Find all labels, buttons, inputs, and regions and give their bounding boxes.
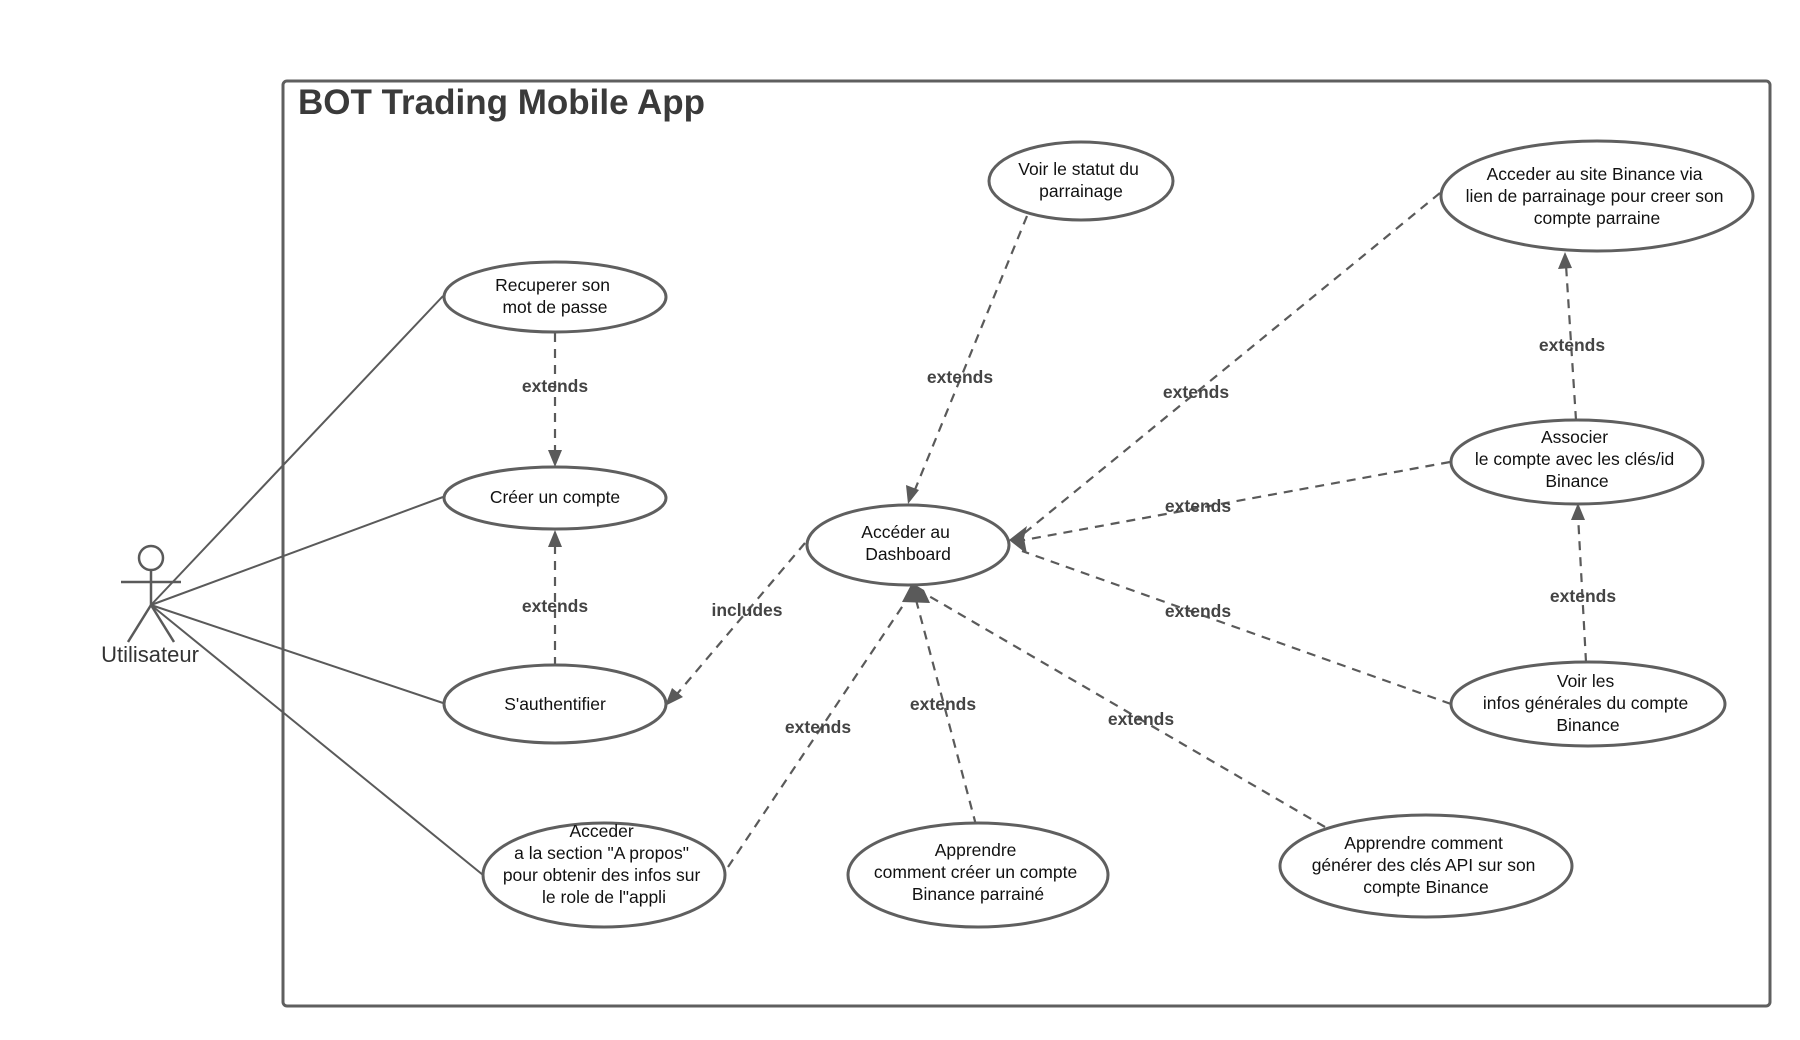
arrow-into-dashboard-top [906,485,919,504]
uc-text-line: compte Binance [1363,877,1489,897]
arrow-into-associer [1571,503,1585,520]
uc-text-line: lien de parrainage pour creer son [1466,186,1724,206]
use-case-apprendre-creer-compte-binance: Apprendre comment créer un compte Binanc… [846,821,1110,929]
dep-apprendre-api-dashboard [921,591,1326,828]
svg-text:Recuperer son mot de pas: Recuperer son mot de passe [495,275,615,317]
uc-text-line: comment créer un compte [874,862,1077,882]
label-extends-associer: extends [1165,496,1231,516]
uc-text-line: Binance [1545,471,1608,491]
uc-text-line: le role de l"appli [542,887,666,907]
svg-text:Acceder a la section "A: Acceder a la section "A propos" pour obt… [503,821,705,907]
label-extends-apprendre-api: extends [1108,709,1174,729]
svg-text:Apprendre comment génére: Apprendre comment générer des clés API s… [1312,833,1541,897]
actor-label: Utilisateur [101,642,199,667]
label-extends-recuperer-creer: extends [522,376,588,396]
dep-associer-site [1564,264,1578,421]
uc-text-line: Recuperer son [495,275,610,295]
uc-text-line: S'authentifier [504,694,606,714]
dep-apprendre-compte-dashboard [913,595,978,826]
label-extends-infos: extends [1165,601,1231,621]
use-case-acceder-site-binance: Acceder au site Binance via lien de parr… [1439,139,1755,253]
label-extends-apprendre-compte: extends [910,694,976,714]
dep-apropos-dashboard [727,594,911,868]
actor-utilisateur: Utilisateur [101,544,199,667]
uc-text-line: Voir le statut du [1018,159,1139,179]
svg-text:Voir le statut du parrai: Voir le statut du parrainage [1018,159,1144,201]
association-creer [150,496,444,606]
svg-text:Associer le compte avec: Associer le compte avec les clés/id Bina… [1475,427,1679,491]
dep-infos-dashboard [1021,549,1452,706]
dep-infos-associer [1576,514,1588,663]
use-case-recuperer-mot-de-passe: Recuperer son mot de passe [442,260,668,334]
uc-text-line: Voir les [1557,671,1615,691]
arrowheads [548,252,1585,706]
uc-text-line: mot de passe [502,297,607,317]
use-case-apprendre-generer-cles-api: Apprendre comment générer des clés API s… [1278,813,1574,919]
use-case-voir-infos-compte: Voir les infos générales du compte Binan… [1449,660,1727,748]
label-includes: includes [712,600,783,620]
dep-associer-dashboard [1023,460,1451,542]
svg-text:Voir les infos générales: Voir les infos générales du compte Binan… [1483,671,1693,735]
use-case-voir-statut-parrainage: Voir le statut du parrainage [987,140,1175,222]
uc-text-line: Binance parrainé [912,884,1044,904]
system-boundary [281,79,1772,1008]
actor-associations [150,295,484,876]
system-title: BOT Trading Mobile App [298,83,705,122]
use-case-associer-compte-cles: Associer le compte avec les clés/id Bina… [1449,418,1705,506]
use-case-acceder-a-propos: Acceder a la section "A propos" pour obt… [481,821,727,929]
uc-text-line: Acceder [569,821,633,841]
uc-text-line: Créer un compte [490,487,620,507]
arrow-into-creer-from-recuperer [548,450,562,467]
label-extends-apropos: extends [785,717,851,737]
use-case-s-authentifier: S'authentifier [442,663,668,745]
arrow-into-auth [665,688,683,706]
svg-text:Créer un compte: Créer un compte [490,487,620,507]
dep-statut-dashboard [912,215,1029,493]
svg-text:Acceder au site Binance via: Acceder au site Binance via lien de parr… [1466,164,1729,228]
uc-text-line: Apprendre [935,840,1017,860]
uc-text-line: Accéder au [861,522,950,542]
svg-text:Apprendre comment créer: Apprendre comment créer un compte Binanc… [874,840,1082,904]
arrow-into-site-binance [1558,252,1572,269]
stick-figure-icon [121,544,181,643]
association-recuperer [150,295,444,606]
svg-text:Accéder au Dashboard: Accéder au Dashboard [861,522,954,564]
svg-text:S'authentifier: S'authentifier [504,694,606,714]
uc-text-line: Dashboard [865,544,951,564]
use-case-creer-un-compte: Créer un compte [442,465,668,531]
uc-text-line: a la section "A propos" [514,843,689,863]
dependency-lines [553,192,1588,868]
dep-dashboard-auth [676,542,806,695]
uc-text-line: pour obtenir des infos sur [503,865,701,885]
uc-text-line: le compte avec les clés/id [1475,449,1674,469]
uc-text-line: Binance [1556,715,1619,735]
arrow-into-creer-from-auth [548,530,562,547]
label-extends-associer-site: extends [1539,335,1605,355]
arrow-into-dashboard-bottom [902,583,930,603]
dep-site-dashboard [1021,192,1441,536]
use-case-acceder-au-dashboard: Accéder au Dashboard [805,503,1011,587]
label-extends-infos-associer: extends [1550,586,1616,606]
uc-text-line: parrainage [1039,181,1123,201]
arrow-into-dashboard-right [1009,526,1027,554]
uc-text-line: compte parraine [1534,208,1660,228]
uc-text-line: Acceder au site Binance via [1487,164,1703,184]
label-extends-site: extends [1163,382,1229,402]
association-auth [150,604,444,704]
association-apropos [150,604,484,876]
label-extends-statut: extends [927,367,993,387]
uc-text-line: Associer [1541,427,1608,447]
uc-text-line: générer des clés API sur son [1312,855,1536,875]
label-extends-auth-creer: extends [522,596,588,616]
uc-text-line: infos générales du compte [1483,693,1688,713]
uc-text-line: Apprendre comment [1344,833,1503,853]
relationship-labels: extends extends includes extends extends… [522,335,1616,737]
